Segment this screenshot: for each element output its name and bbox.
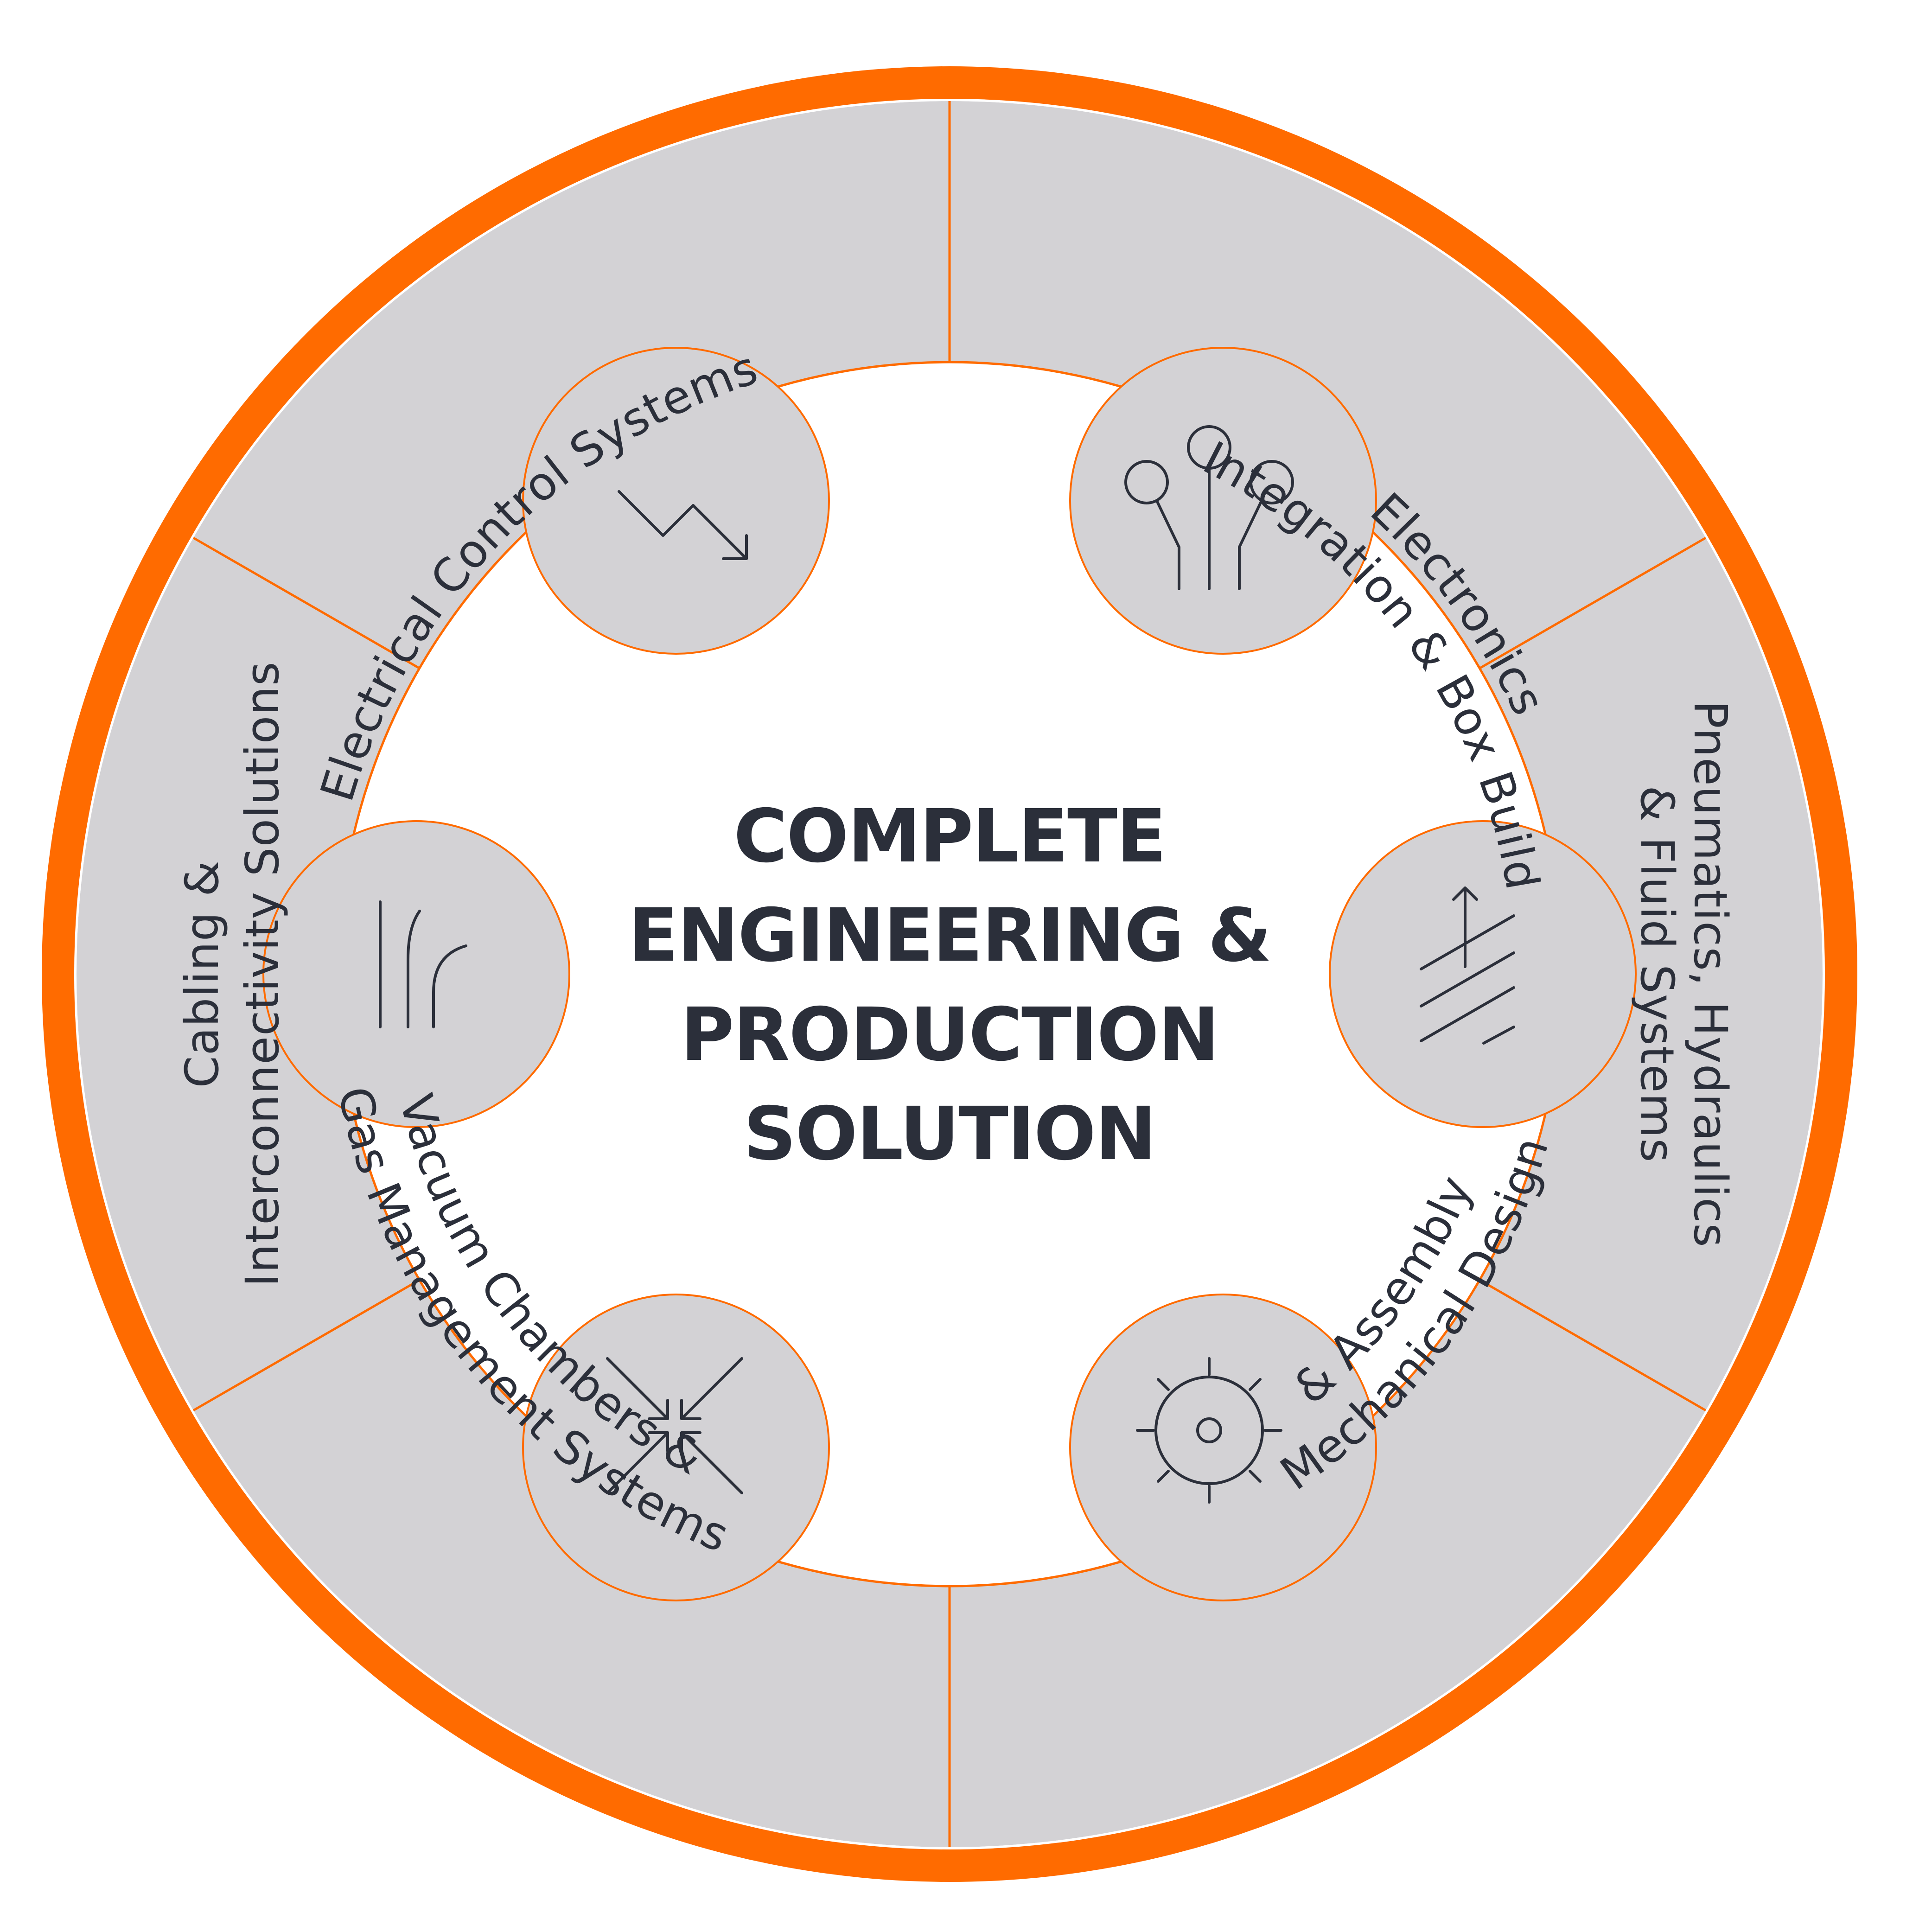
flow-lines-arrow-icon	[1420, 886, 1515, 1045]
center-title-line3: PRODUCTION	[681, 992, 1218, 1078]
segment-label-pneumatics-line2: & Fluid Systems	[1630, 785, 1683, 1162]
segment-label-cabling-line1: Cabling &	[176, 861, 229, 1088]
segment-label-pneumatics-line1: Pneumatics, Hydraulics	[1683, 701, 1737, 1248]
gear-icon	[1136, 1357, 1282, 1504]
zigzag-arrow-icon	[618, 490, 748, 560]
segment-label-cabling-line2: Interconnectivity Solutions	[236, 661, 289, 1287]
center-title-line1: COMPLETE	[733, 794, 1166, 879]
cables-icon	[379, 900, 467, 1028]
circuit-nodes-icon	[1124, 425, 1294, 590]
converging-arrows-icon	[606, 1357, 743, 1494]
center-title-line2: ENGINEERING &	[628, 893, 1271, 978]
center-title-line4: SOLUTION	[744, 1091, 1156, 1177]
